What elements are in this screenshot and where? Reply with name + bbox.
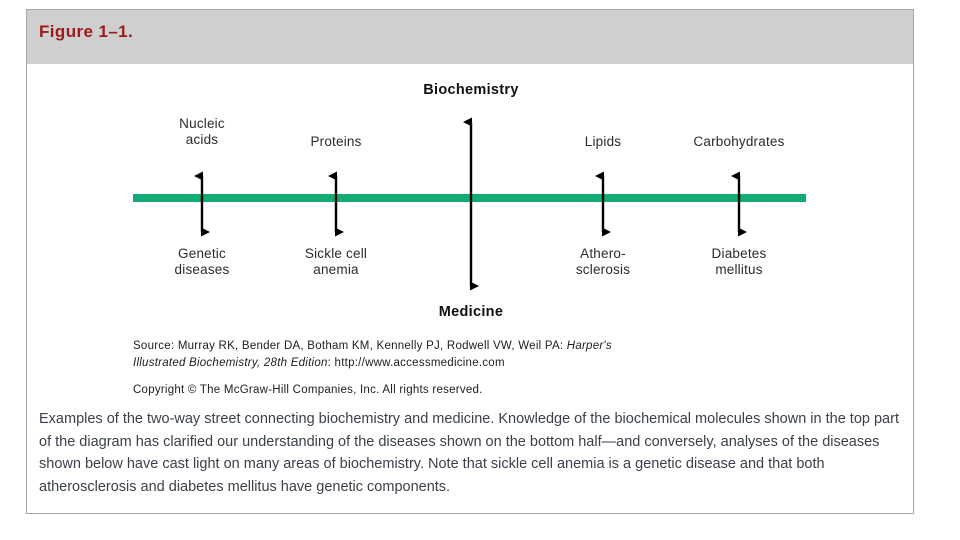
copyright-notice: Copyright © The McGraw-Hill Companies, I… — [133, 384, 483, 396]
label-carbohydrates: Carbohydrates — [693, 134, 785, 149]
label-proteins: Proteins — [310, 134, 362, 149]
source-citation: Source: Murray RK, Bender DA, Botham KM,… — [133, 338, 863, 372]
figure-caption: Examples of the two-way street connectin… — [39, 411, 899, 495]
figure-title: Figure 1–1. — [39, 22, 134, 41]
label-medicine: Medicine — [438, 304, 504, 320]
label-biochemistry: Biochemistry — [423, 82, 519, 98]
diagram-graphics — [133, 117, 806, 291]
source-line2-italic: Illustrated Biochemistry, 28th Edition — [133, 357, 328, 369]
label-diabetes-mellitus: Diabetes mellitus — [711, 246, 767, 277]
green-axis-line — [133, 194, 806, 202]
two-way-street-diagram: Biochemistry Medicine Nucleic acids Prot… — [27, 64, 913, 396]
label-lipids: Lipids — [584, 134, 622, 149]
source-line1-italic: Harper's — [566, 340, 612, 352]
label-sickle-cell-anemia: Sickle cell anemia — [304, 246, 368, 277]
label-nucleic-acids: Nucleic acids — [179, 116, 225, 147]
source-line2-suffix: : http://www.accessmedicine.com — [327, 357, 505, 369]
figure-card: Figure 1–1. Biochemistry Medic — [26, 9, 914, 514]
label-genetic-diseases: Genetic diseases — [174, 246, 230, 277]
source-line1-prefix: Source: Murray RK, Bender DA, Botham KM,… — [133, 340, 567, 352]
label-atherosclerosis: Athero- sclerosis — [575, 246, 631, 277]
figure-header: Figure 1–1. — [27, 10, 913, 64]
